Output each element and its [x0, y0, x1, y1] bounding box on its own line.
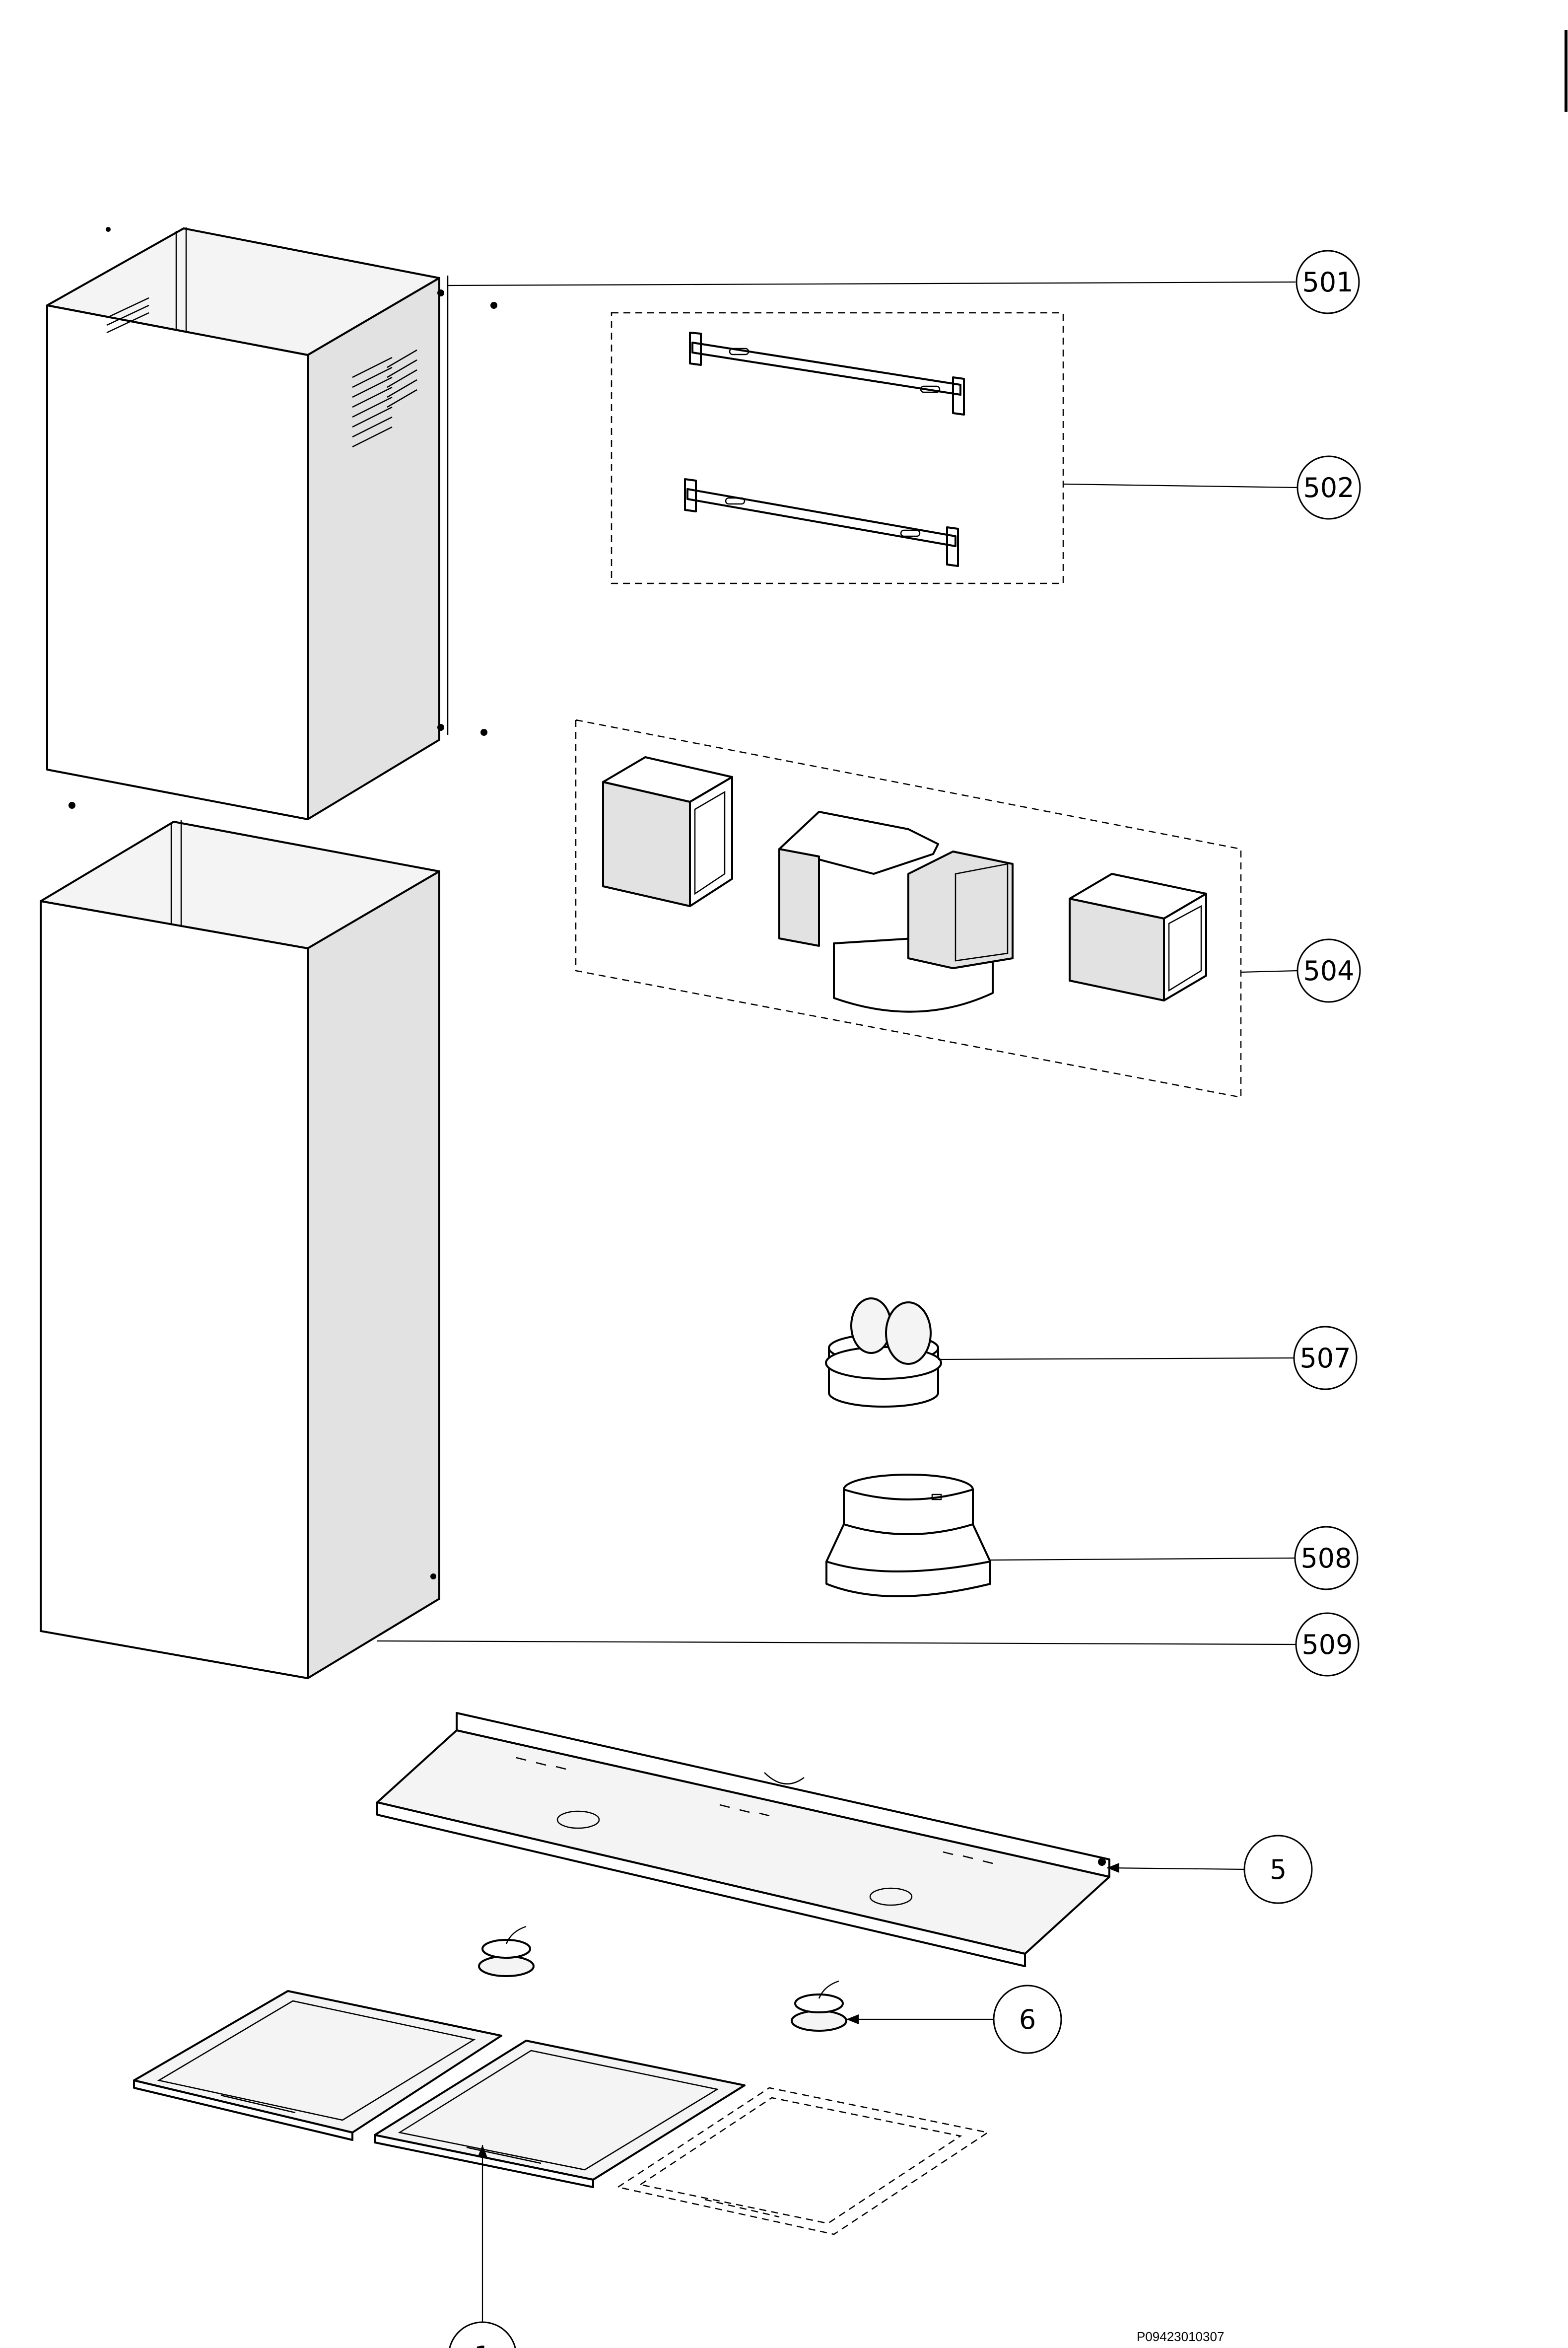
- lamp-part-left: [478, 1925, 535, 1977]
- duct-adaptors-part: [575, 719, 1242, 1098]
- leader-lines: [377, 281, 1298, 2323]
- callout-label: 501: [1302, 267, 1353, 298]
- callout-6: 6: [993, 1985, 1062, 2054]
- callout-509: 509: [1295, 1612, 1360, 1677]
- upper-chimney-part: [46, 227, 497, 820]
- callout-5: 5: [1243, 1835, 1313, 1904]
- callout-label: 509: [1301, 1629, 1353, 1660]
- drawing-code: P09423010307: [1137, 2329, 1224, 2344]
- callout-label: 6: [1019, 2004, 1036, 2035]
- mounting-brackets-part: [611, 312, 1064, 584]
- callout-504: 504: [1296, 938, 1361, 1003]
- lamp-part-right: [791, 1980, 847, 2032]
- callout-502: 502: [1296, 455, 1361, 520]
- callout-label: 508: [1300, 1543, 1352, 1574]
- callout-501: 501: [1295, 250, 1360, 314]
- callout-label: 502: [1303, 472, 1354, 503]
- vent-slots: [106, 297, 417, 448]
- support-frame-part: [376, 1712, 1110, 1967]
- callout-label: 5: [1270, 1854, 1287, 1885]
- callout-1: 1: [449, 2321, 516, 2348]
- callout-507: 507: [1293, 1326, 1358, 1390]
- lower-chimney-part: [40, 820, 440, 1679]
- reducer-part: [825, 1474, 991, 1597]
- check-valve-part: [825, 1297, 942, 1408]
- callout-508: 508: [1294, 1526, 1359, 1590]
- grease-filters-part: [133, 1990, 990, 2235]
- callout-label: 504: [1303, 955, 1354, 987]
- callout-label: 507: [1299, 1343, 1351, 1374]
- callout-label: 1: [474, 2341, 491, 2348]
